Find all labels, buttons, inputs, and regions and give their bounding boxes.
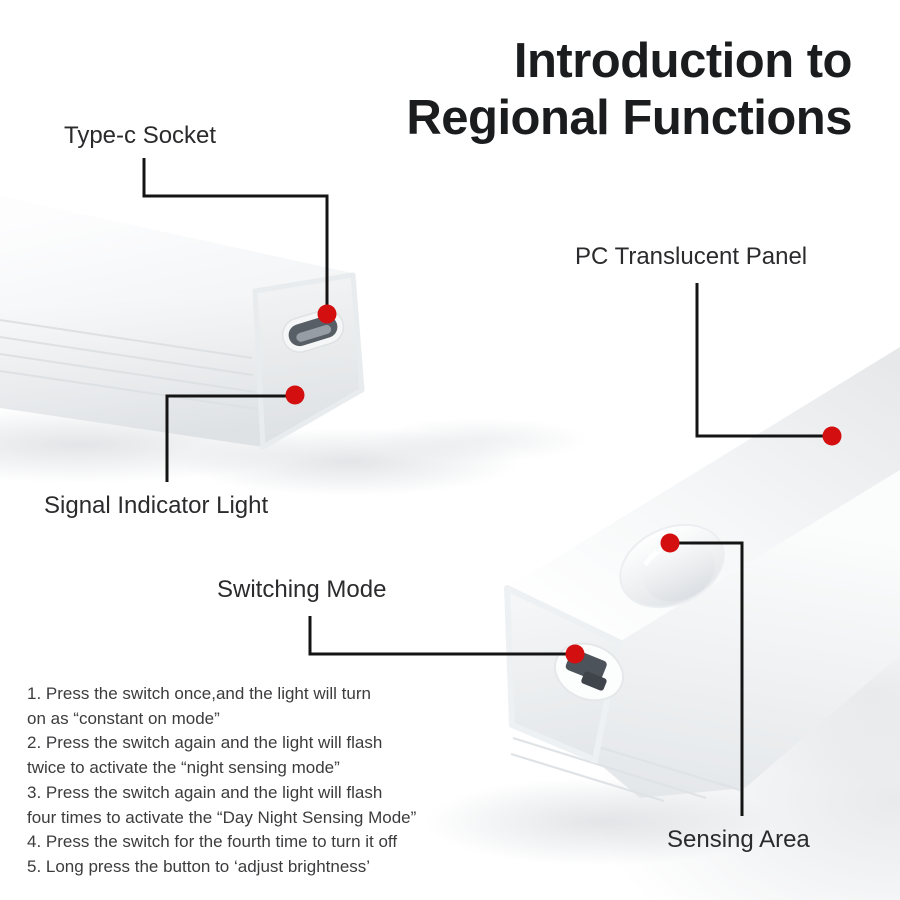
instruction-line: four times to activate the “Day Night Se…	[27, 807, 417, 827]
leader-line-switching-mode	[308, 616, 568, 656]
instructions: 1. Press the switch once,and the light w…	[27, 682, 416, 880]
instruction-line: 3. Press the switch again and the light …	[27, 782, 383, 802]
label-switching-mode: Switching Mode	[217, 576, 387, 603]
label-signal-indicator-light: Signal Indicator Light	[44, 492, 269, 519]
diffuser-ridges-bar1	[0, 319, 258, 410]
leader-line-type-c	[142, 158, 329, 308]
page-title-line-1: Introduction to	[513, 34, 853, 88]
leader-line-pc-panel	[695, 283, 824, 438]
callout-dot-type-c	[317, 304, 337, 324]
light-bar-top-left	[0, 196, 365, 450]
bar1-top-face	[0, 196, 352, 306]
instruction-line: 2. Press the switch again and the light …	[27, 733, 383, 753]
leader-line-sensing-area	[678, 541, 744, 816]
bar2-side-face	[591, 470, 900, 798]
label-type-c-socket: Type-c Socket	[64, 122, 217, 149]
instruction-line: 4. Press the switch for the fourth time …	[27, 832, 398, 852]
bar2-top-face	[507, 347, 900, 642]
leader-lines	[142, 158, 842, 816]
page-title: Introduction to Regional Functions	[406, 33, 852, 147]
bar1-end-face	[252, 272, 365, 450]
label-sensing-area: Sensing Area	[667, 826, 810, 853]
callout-dot-switching-mode	[565, 644, 585, 664]
label-pc-translucent-panel: PC Translucent Panel	[575, 243, 808, 270]
instruction-line: on as “constant on mode”	[27, 708, 220, 728]
leader-line-signal-indicator	[165, 394, 288, 482]
instruction-line: 1. Press the switch once,and the light w…	[27, 684, 371, 703]
callout-dot-signal-indicator	[285, 385, 305, 405]
instruction-line: twice to activate the “night sensing mod…	[27, 758, 340, 778]
instruction-line: 5. Long press the button to ‘adjust brig…	[27, 856, 371, 876]
callout-dot-sensing-area	[660, 533, 680, 553]
light-bar-bottom-right	[504, 347, 900, 803]
page-title-line-2: Regional Functions	[406, 91, 852, 145]
callout-dot-pc-panel	[822, 426, 842, 446]
